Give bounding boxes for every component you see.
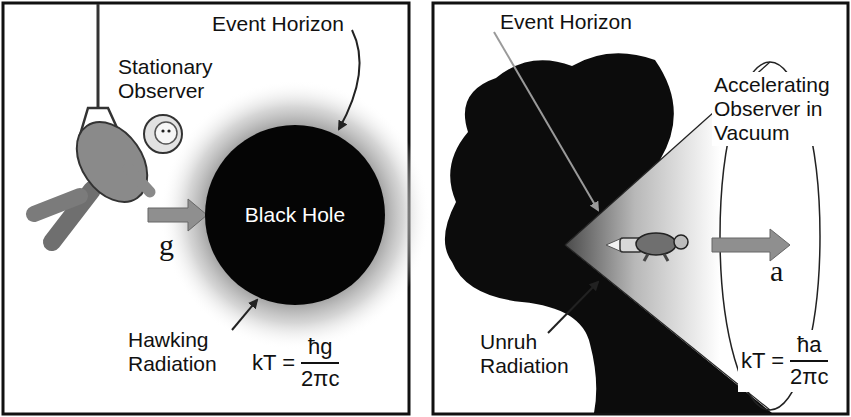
panel-frame <box>3 3 409 414</box>
horizon-label: Event Horizon <box>500 10 632 34</box>
denominator: 2πc <box>790 364 828 390</box>
node-label: Black Hole <box>245 203 345 227</box>
panel-frame <box>433 3 848 414</box>
black-hole: Black Hole <box>205 125 385 305</box>
gravity-arrow <box>148 199 207 231</box>
denominator: 2πc <box>301 366 339 392</box>
temperature-formula: kT = ħa 2πc <box>738 330 831 392</box>
gravity-symbol: g <box>159 230 174 260</box>
formula-lhs: kT = <box>741 348 784 374</box>
leader-line <box>494 32 598 210</box>
formula-lhs: kT = <box>252 350 295 376</box>
circle-fill <box>205 125 385 305</box>
fraction-bar <box>301 362 339 364</box>
radiation-label: Unruh Radiation <box>480 330 582 378</box>
leader-line <box>548 282 598 333</box>
observer-label: Accelerating Observer in Vacuum <box>712 72 844 146</box>
numerator: ħa <box>797 332 821 358</box>
leader-line <box>232 300 257 330</box>
fraction: ħg 2πc <box>301 334 339 392</box>
numerator: ħg <box>308 334 332 360</box>
leader-line <box>339 30 360 129</box>
observer-label: Stationary Observer <box>118 55 236 103</box>
astronaut-figure <box>34 4 182 242</box>
temperature-formula: kT = ħg 2πc <box>252 334 339 392</box>
accelerating-observer-figure <box>606 233 688 261</box>
horizon-label: Event Horizon <box>212 12 344 36</box>
radiation-label: Hawking Radiation <box>128 328 238 376</box>
acceleration-symbol: a <box>770 256 783 286</box>
fraction-bar <box>790 360 828 362</box>
fraction: ħa 2πc <box>790 332 828 390</box>
